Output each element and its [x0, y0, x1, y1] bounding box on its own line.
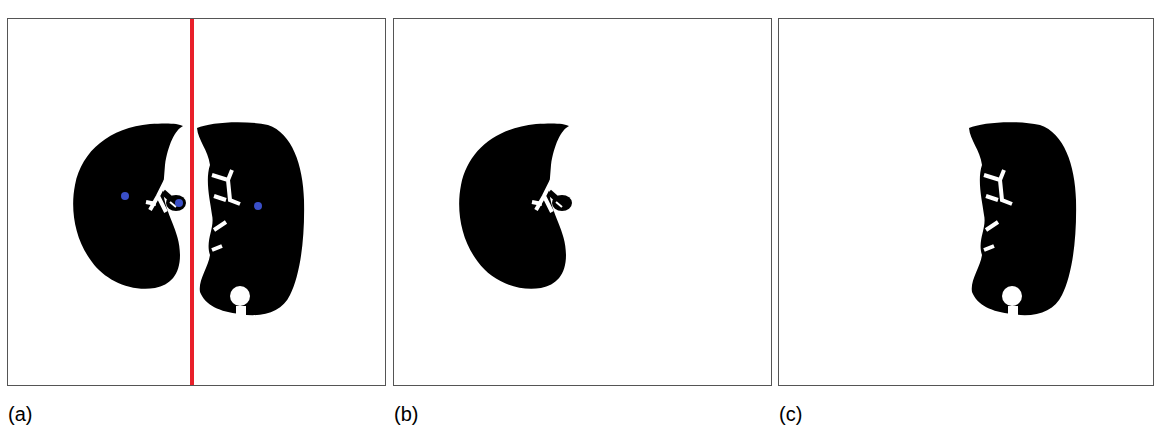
panel-frame: [8, 19, 386, 386]
seed-dot: [175, 199, 183, 207]
panel-frame: [779, 19, 1154, 386]
panel-label: (a): [8, 402, 32, 426]
panel-label: (b): [394, 402, 418, 426]
panel-label: (c): [779, 402, 802, 426]
left-lung: [459, 123, 572, 288]
panel-frame: [394, 19, 772, 386]
right-lung: [197, 122, 304, 318]
seed-dot: [254, 202, 262, 210]
left-lung: [73, 123, 186, 288]
split-line: [190, 19, 194, 385]
right-lung: [969, 122, 1076, 318]
seed-dot: [121, 192, 129, 200]
